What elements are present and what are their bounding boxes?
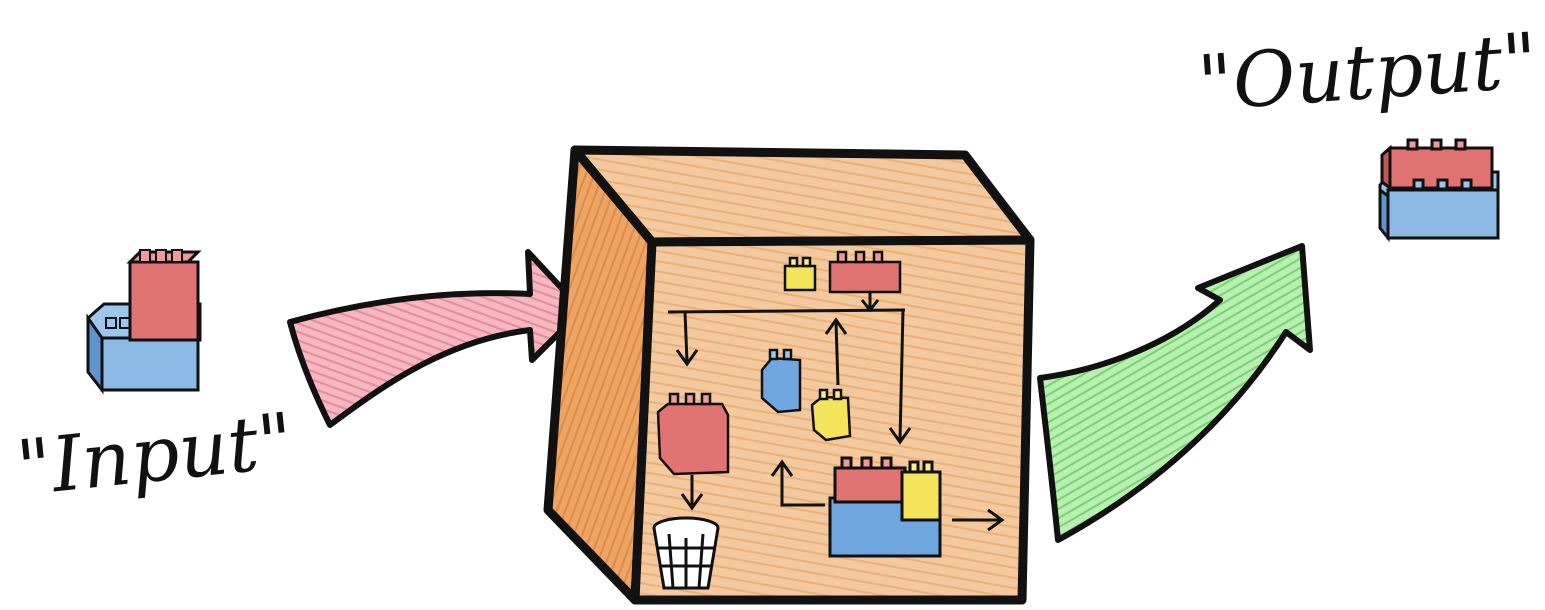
input-arrow (290, 252, 582, 425)
input-red-brick (130, 250, 198, 340)
input-label: "Input" (13, 395, 298, 512)
output-arrow (1040, 246, 1310, 540)
arrow-up-middle (836, 322, 838, 385)
output-label: "Output" (1195, 15, 1540, 127)
input-brick-group (88, 250, 200, 390)
output-brick (1380, 140, 1498, 238)
arrow-down-left (685, 312, 687, 362)
inner-assembled-brick (830, 458, 940, 556)
trash-bin-icon (654, 518, 718, 588)
inner-red-brick-rejected (658, 394, 728, 474)
